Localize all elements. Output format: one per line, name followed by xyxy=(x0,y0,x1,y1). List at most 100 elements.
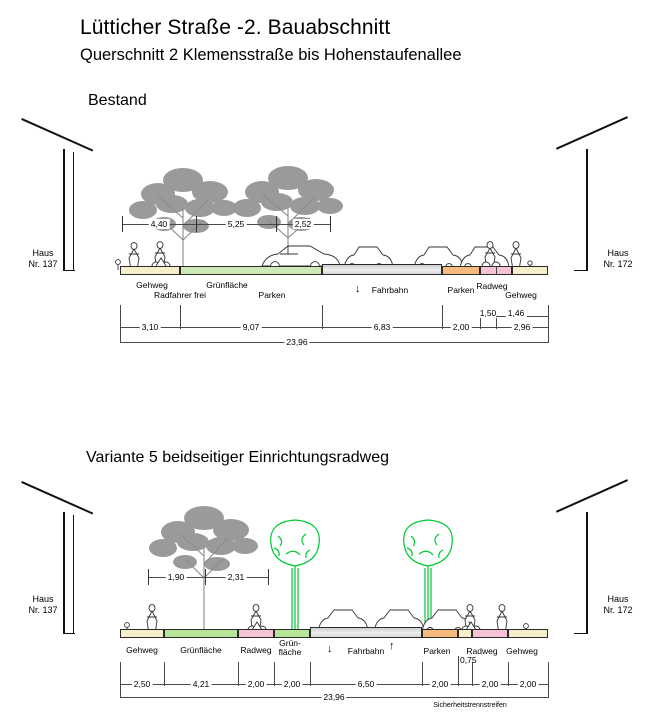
strip-label-gehweg-left: Gehweg xyxy=(136,280,168,290)
building-left-roof xyxy=(21,481,94,515)
upper-dim-line-variante5 xyxy=(148,577,268,578)
dim-tick xyxy=(148,569,149,585)
building-left-ground xyxy=(63,633,75,634)
dim-value: 1,50 xyxy=(477,308,499,318)
dim-ext xyxy=(164,662,165,686)
building-right-ground xyxy=(574,270,588,271)
section-heading-variante5: Variante 5 beidseitiger Einrichtungsradw… xyxy=(86,449,389,466)
note-sicherheitstrennstreifen: Sicherheitstrennstreifen xyxy=(433,702,507,709)
dim-tick xyxy=(205,569,206,585)
dim-value: 2,96 xyxy=(511,322,533,332)
dim-ext xyxy=(480,310,481,329)
traffic-direction-arrow-down: ↓ xyxy=(355,283,361,295)
new-tree-left xyxy=(270,519,320,632)
dim-value: 2,31 xyxy=(225,572,247,582)
strip-label-radweg-left: Radweg xyxy=(240,645,272,655)
strip-label-gruenflaeche: Grünfläche xyxy=(206,280,248,290)
dim-ext xyxy=(458,656,459,686)
total-dim-value: 23,96 xyxy=(284,337,310,347)
building-right-roof xyxy=(555,479,628,513)
building-right-roof xyxy=(555,116,628,150)
strip-parken-right xyxy=(442,266,480,275)
building-left-facade-inner xyxy=(73,515,74,634)
strip-divider xyxy=(496,266,497,275)
total-dim-value: 23,96 xyxy=(321,692,347,702)
dim-ext xyxy=(120,662,121,698)
dim-value: 9,07 xyxy=(240,322,262,332)
strip-label-parken-right: Parken xyxy=(447,285,475,295)
dim-ext xyxy=(472,662,473,686)
dim-tick xyxy=(276,216,277,232)
strip-sicherheitstrennstreifen xyxy=(458,629,472,638)
dim-ext xyxy=(322,305,323,329)
lower-dim-line-bestand xyxy=(120,327,548,328)
strip-label-radweg-right: Radweg xyxy=(466,646,498,656)
building-right-facade xyxy=(586,149,588,271)
traffic-direction-arrow-up: ↑ xyxy=(389,640,395,652)
dim-ext xyxy=(496,310,497,329)
strip-label-fahrbahn: Fahrbahn xyxy=(371,285,409,295)
strip-gehweg-right xyxy=(508,629,548,638)
total-dim-line-bestand xyxy=(120,342,548,343)
dim-ext xyxy=(238,662,239,686)
dim-value: 2,00 xyxy=(479,679,501,689)
dim-value: 2,50 xyxy=(131,679,153,689)
strip-parken-right xyxy=(422,629,458,638)
strip-label-gehweg-left: Gehweg xyxy=(126,645,158,655)
building-left-roof xyxy=(21,118,94,152)
dim-ext xyxy=(180,305,181,329)
strip-label-fahrbahn: Fahrbahn xyxy=(347,646,385,656)
dim-ext xyxy=(310,662,311,686)
strip-label-gruenflaeche-left: Grünfläche xyxy=(180,645,222,655)
strip-label-gehweg-right: Gehweg xyxy=(505,290,537,300)
strip-label-radweg-right: Radweg xyxy=(476,281,508,291)
dim-ext xyxy=(548,305,549,343)
dim-ext xyxy=(508,662,509,686)
dim-value: 2,00 xyxy=(429,679,451,689)
traffic-direction-arrow-down: ↓ xyxy=(327,643,333,655)
strip-gehweg-left xyxy=(120,629,164,638)
dim-value: 6,83 xyxy=(371,322,393,332)
house-number-left: Haus Nr. 137 xyxy=(28,594,58,615)
dim-value: 1,90 xyxy=(165,572,187,582)
dim-value: 5,25 xyxy=(225,219,247,229)
existing-tree-variante5 xyxy=(149,506,258,630)
dim-ext xyxy=(120,305,121,343)
building-right-facade xyxy=(586,512,588,634)
strip-label-gehweg-right: Gehweg xyxy=(506,646,538,656)
building-left-facade xyxy=(63,149,65,271)
dim-tick xyxy=(330,216,331,232)
strip-label-radfahrer-frei: Radfahrer frei xyxy=(154,290,206,300)
section-heading-bestand: Bestand xyxy=(88,92,147,109)
strip-gruenflaeche-mid xyxy=(274,629,310,638)
strip-gehweg-left xyxy=(120,266,180,275)
page-subtitle: Querschnitt 2 Klemensstraße bis Hohensta… xyxy=(80,46,462,64)
strip-label-parken-left: Parken xyxy=(258,290,286,300)
dim-tick xyxy=(122,216,123,232)
dim-value: 2,00 xyxy=(517,679,539,689)
dim-ext xyxy=(548,662,549,698)
strip-label-parken-right: Parken xyxy=(423,646,451,656)
dim-ext xyxy=(422,662,423,686)
house-number-right: Haus Nr. 172 xyxy=(603,594,633,615)
lower-dim-line-variante5 xyxy=(120,684,548,685)
strip-gehweg-right xyxy=(512,266,548,275)
house-number-right: Haus Nr. 172 xyxy=(603,248,633,269)
strip-gruenflaeche xyxy=(180,266,322,275)
strip-fahrbahn xyxy=(322,264,442,275)
dim-value-extra: 0,75 xyxy=(460,655,477,665)
existing-trees-bestand xyxy=(129,166,343,273)
dim-value: 4,40 xyxy=(148,219,170,229)
dim-value: 6,50 xyxy=(355,679,377,689)
dim-value: 4,21 xyxy=(190,679,212,689)
dim-ext xyxy=(274,662,275,686)
dim-value: 2,52 xyxy=(292,219,314,229)
building-left-facade xyxy=(63,512,65,634)
building-right-ground xyxy=(574,633,588,634)
page-title: Lütticher Straße -2. Bauabschnitt xyxy=(80,16,391,39)
strip-label-gruenflaeche-mid-line1: Grün- xyxy=(279,638,301,648)
dim-tick xyxy=(196,216,197,232)
dim-value: 2,00 xyxy=(450,322,472,332)
dim-tick xyxy=(268,569,269,585)
